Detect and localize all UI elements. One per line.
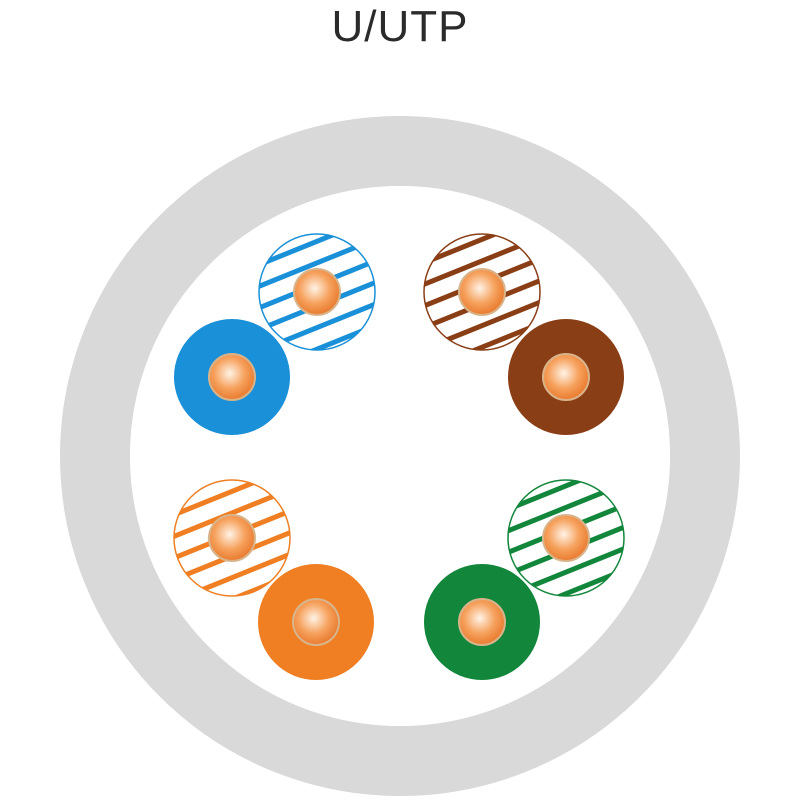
wire-green-white xyxy=(507,479,625,597)
wire-blue-white xyxy=(258,233,376,351)
cable-jacket xyxy=(60,116,740,796)
wire-orange xyxy=(258,564,374,680)
conductor-core-icon xyxy=(458,268,506,316)
conductor-core-icon xyxy=(542,353,590,401)
wire-brown-white xyxy=(423,233,541,351)
conductor-core-icon xyxy=(458,598,506,646)
conductor-core-icon xyxy=(208,514,256,562)
diagram-title: U/UTP xyxy=(331,2,469,51)
wire-brown xyxy=(508,319,624,435)
conductor-core-icon xyxy=(542,514,590,562)
wire-orange-white xyxy=(173,479,291,597)
conductor-core-icon xyxy=(292,598,340,646)
wire-green xyxy=(424,564,540,680)
wire-blue xyxy=(174,319,290,435)
conductor-core-icon xyxy=(208,353,256,401)
cable-interior xyxy=(130,186,670,726)
conductor-core-icon xyxy=(293,268,341,316)
